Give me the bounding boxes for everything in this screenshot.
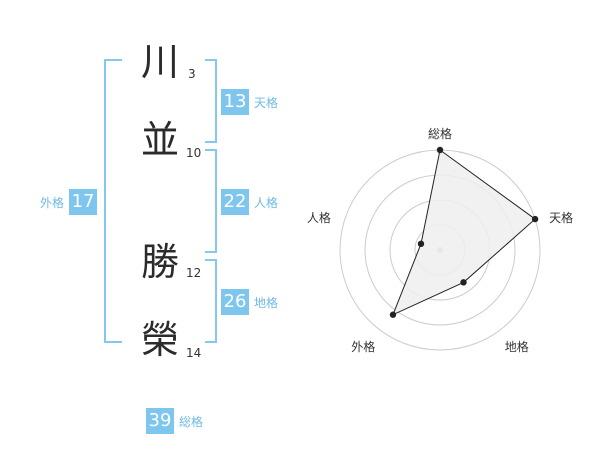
tenkaku-bracket [205,59,217,143]
tenkaku-value: 13 [221,89,249,115]
jinkaku-bracket [205,149,217,253]
radar-point-3 [460,279,467,286]
radar-point-4 [389,311,397,318]
radar-point-5 [417,240,425,248]
soukaku-badge: 39 総格 [146,408,203,434]
name-char-2: 並 [140,118,179,162]
stroke-count-3: 12 [186,266,202,280]
name-char-4: 榮 [140,318,179,362]
chikaku-value: 26 [221,289,249,315]
jinkaku-label: 人格 [254,195,279,210]
name-char-1: 川 [140,40,179,84]
radar-axis-label-1: 総格 [428,126,452,141]
chikaku-bracket [205,259,217,343]
soukaku-label: 総格 [179,414,204,429]
jinkaku-value: 22 [221,189,249,215]
radar-point-2 [531,215,539,223]
tenkaku-badge: 13 天格 [221,89,278,115]
jinkaku-badge: 22 人格 [221,189,278,215]
radar-axis-label-3: 地格 [505,339,529,354]
gaikaku-value: 17 [69,189,98,215]
gaikaku-bracket [104,59,122,343]
gaikaku-label: 外格 [40,195,65,210]
stroke-count-1: 3 [188,67,196,81]
soukaku-value: 39 [146,408,174,434]
chikaku-label: 地格 [254,295,279,310]
radar-point-1 [436,146,444,154]
radar-axis-label-2: 天格 [549,210,573,225]
radar-data-polygon [392,149,536,316]
gaikaku-badge: 外格 17 [40,189,98,215]
radar-axis-label-4: 外格 [351,339,375,354]
stroke-count-2: 10 [186,146,202,160]
radar-axis-label-5: 人格 [307,210,331,225]
name-char-3: 勝 [140,240,179,284]
chikaku-badge: 26 地格 [221,289,278,315]
tenkaku-label: 天格 [254,95,279,110]
stroke-count-4: 14 [186,346,202,360]
